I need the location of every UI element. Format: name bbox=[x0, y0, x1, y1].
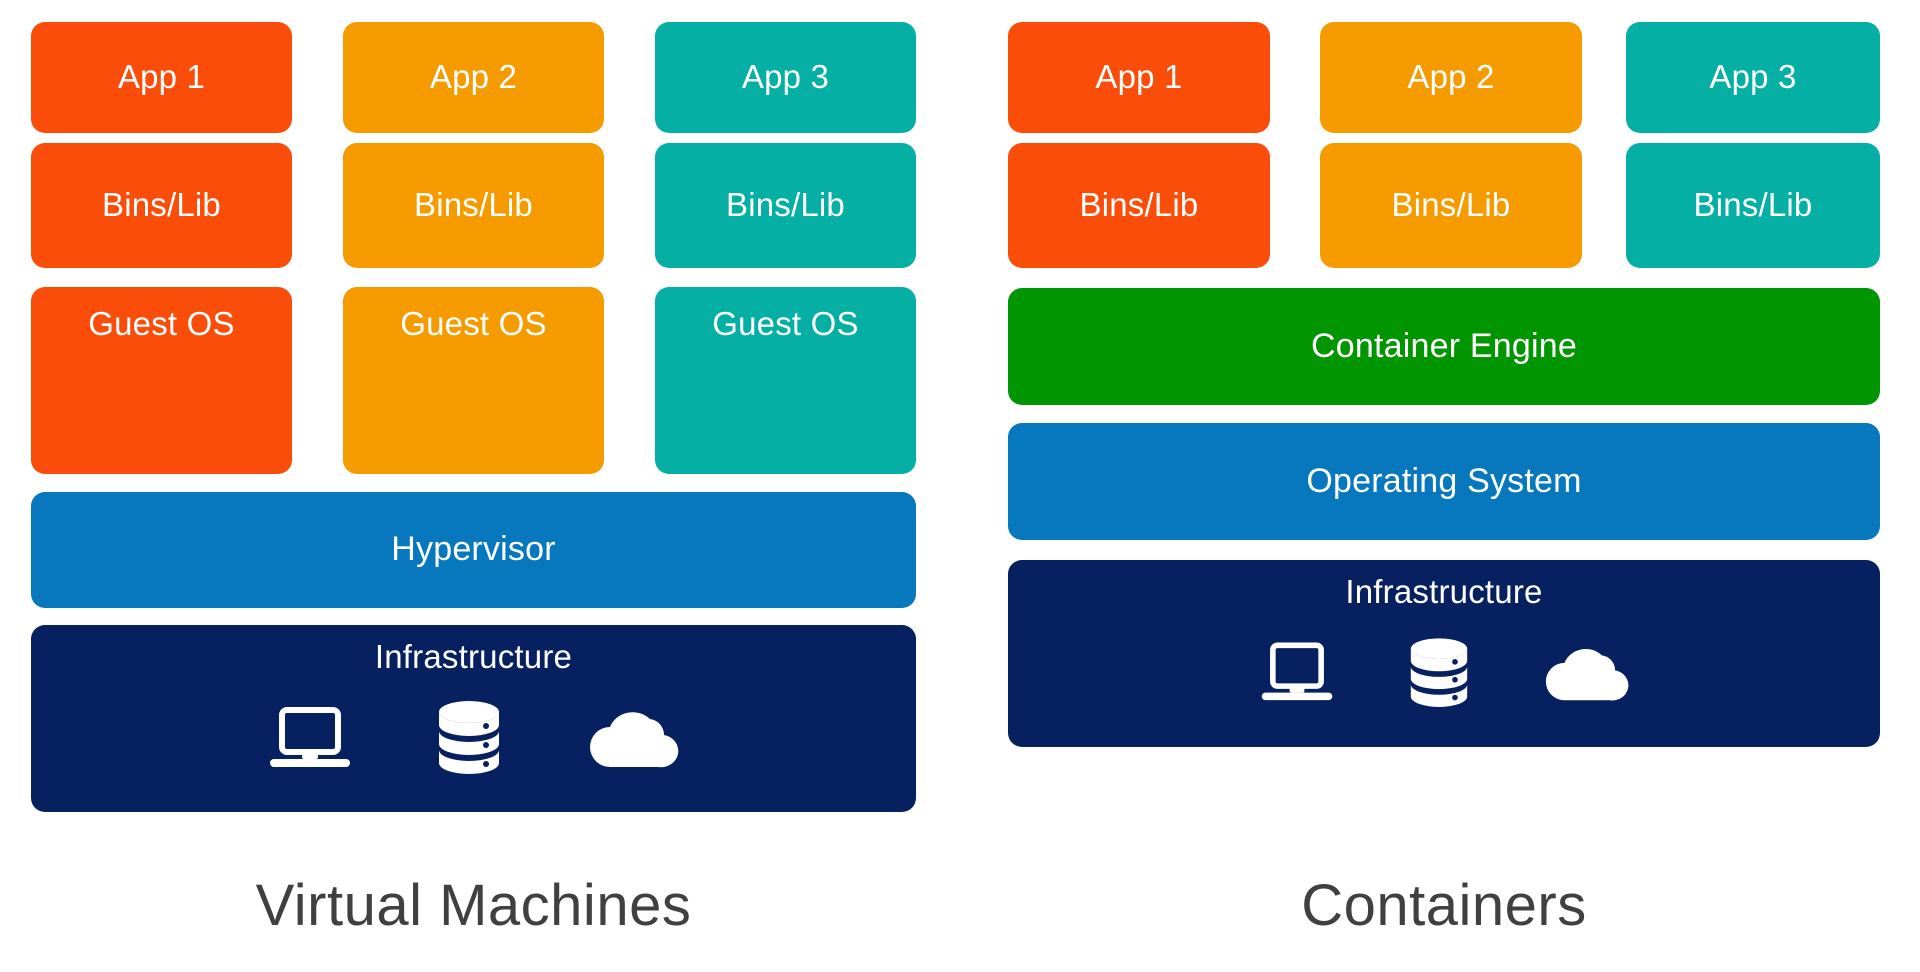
vm-bins-lib-1-box: Bins/Lib bbox=[31, 143, 292, 268]
laptop-icon bbox=[268, 704, 352, 776]
container-app-3-label: App 3 bbox=[1709, 58, 1797, 96]
cloud-icon bbox=[1542, 646, 1632, 704]
container-bins-lib-1-box: Bins/Lib bbox=[1008, 143, 1270, 268]
vm-guest-os-2-label: Guest OS bbox=[400, 305, 547, 343]
vm-guest-os-1-label: Guest OS bbox=[88, 305, 235, 343]
container-bins-lib-1-label: Bins/Lib bbox=[1079, 186, 1199, 224]
vm-bins-lib-1-label: Bins/Lib bbox=[101, 186, 221, 224]
vm-bins-lib-2-box: Bins/Lib bbox=[343, 143, 604, 268]
container-infrastructure-icons bbox=[1235, 632, 1655, 718]
vm-bins-lib-2-label: Bins/Lib bbox=[413, 186, 533, 224]
cloud-icon bbox=[586, 709, 682, 771]
database-icon bbox=[436, 700, 502, 780]
container-operating-system-label: Operating System bbox=[1306, 461, 1582, 500]
container-engine-label: Container Engine bbox=[1311, 326, 1577, 365]
container-engine-box: Container Engine bbox=[1008, 288, 1880, 405]
container-app-3-box: App 3 bbox=[1626, 22, 1880, 133]
container-bins-lib-3-label: Bins/Lib bbox=[1693, 186, 1813, 224]
vm-guest-os-2-box: Guest OS bbox=[343, 287, 604, 474]
vm-app-3-box: App 3 bbox=[655, 22, 916, 133]
containers-panel-title: Containers bbox=[1301, 873, 1587, 938]
vm-infrastructure-label: Infrastructure bbox=[374, 638, 573, 675]
container-infrastructure-box: Infrastructure bbox=[1008, 560, 1880, 747]
vm-guest-os-3-box: Guest OS bbox=[655, 287, 916, 474]
container-bins-lib-2-label: Bins/Lib bbox=[1391, 186, 1511, 224]
container-app-1-label: App 1 bbox=[1095, 58, 1183, 96]
container-operating-system-box: Operating System bbox=[1008, 423, 1880, 540]
container-infrastructure-label: Infrastructure bbox=[1345, 573, 1543, 610]
vm-bins-lib-3-label: Bins/Lib bbox=[725, 186, 845, 224]
vm-guest-os-3-label: Guest OS bbox=[712, 305, 859, 343]
vm-bins-lib-3-box: Bins/Lib bbox=[655, 143, 916, 268]
vm-app-2-box: App 2 bbox=[343, 22, 604, 133]
container-app-2-label: App 2 bbox=[1407, 58, 1495, 96]
vm-infrastructure-icons bbox=[250, 695, 700, 785]
vm-app-2-label: App 2 bbox=[429, 58, 518, 96]
database-icon bbox=[1408, 637, 1470, 713]
laptop-icon bbox=[1258, 641, 1336, 709]
container-bins-lib-3-box: Bins/Lib bbox=[1626, 143, 1880, 268]
container-bins-lib-2-box: Bins/Lib bbox=[1320, 143, 1582, 268]
vm-hypervisor-label: Hypervisor bbox=[391, 530, 556, 569]
container-app-1-box: App 1 bbox=[1008, 22, 1270, 133]
vm-app-1-label: App 1 bbox=[117, 58, 206, 96]
vm-panel-title: Virtual Machines bbox=[255, 873, 692, 938]
vm-app-3-label: App 3 bbox=[741, 58, 830, 96]
vm-hypervisor-box: Hypervisor bbox=[31, 492, 916, 608]
vm-guest-os-1-box: Guest OS bbox=[31, 287, 292, 474]
container-app-2-box: App 2 bbox=[1320, 22, 1582, 133]
vm-app-1-box: App 1 bbox=[31, 22, 292, 133]
